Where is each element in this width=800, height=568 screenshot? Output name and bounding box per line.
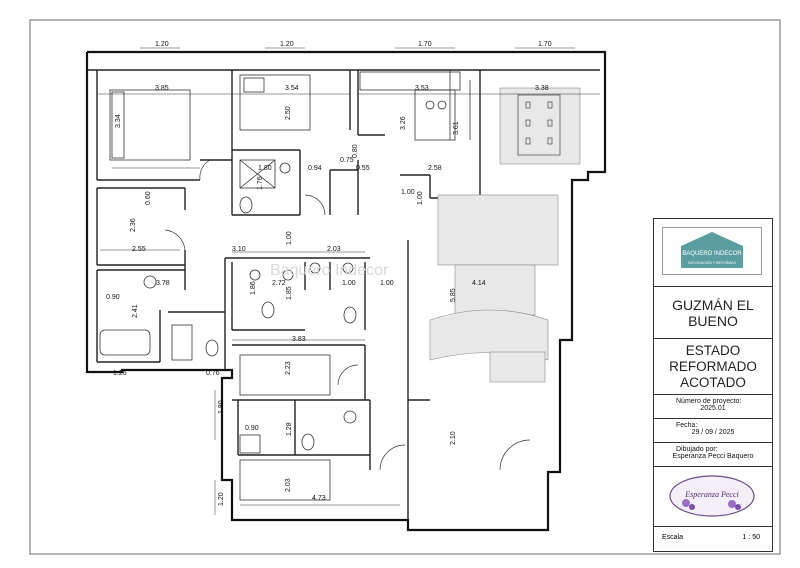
dim-hall-e: 1.00 [286, 231, 293, 245]
dim-closet-a: 0.75 [340, 157, 354, 164]
dim-closet-b: 0.80 [352, 144, 359, 158]
dim-closet-c: 0.55 [356, 165, 370, 172]
dim-lower-d: 2.23 [285, 361, 292, 375]
dim-hall-c: 2.55 [132, 246, 146, 253]
dim-lower-g: 1.28 [286, 422, 293, 436]
dim-window-1: 1.20 [155, 41, 169, 48]
dim-living-lower: 2.10 [450, 431, 457, 445]
date-row: Fecha: 29 / 09 / 2025 [654, 419, 772, 443]
date-value: 29 / 09 / 2025 [691, 429, 735, 436]
dim-hall-d: 3.10 [232, 246, 246, 253]
dim-room-height-2: 2.50 [285, 106, 292, 120]
kitchen-fixtures [359, 70, 471, 141]
dim-bath3-b: 2.72 [272, 280, 286, 287]
dimension-labels: 1.20 1.20 1.70 1.70 3.85 3.54 3.53 3.38 … [106, 41, 552, 506]
dim-living-height: 5.85 [450, 288, 457, 302]
drawn-by-label: Dibujado por: [676, 446, 718, 453]
dim-hall-a: 0.60 [145, 191, 152, 205]
dim-bath4-a: 1.00 [342, 280, 356, 287]
logo-brand-text: BAQUERO INDECOR [682, 251, 742, 257]
logo-tagline-text: DECORACIÓN Y REFORMAS [688, 260, 736, 265]
sheet-frame [29, 19, 781, 555]
dim-bath1-width: 1.80 [258, 165, 272, 172]
dim-room-height-4: 3.61 [453, 121, 460, 135]
dim-hall-b: 2.36 [130, 218, 137, 232]
logo-area: BAQUERO INDECOR DECORACIÓN Y REFORMAS [654, 219, 772, 287]
plan-status: ESTADO REFORMADO ACOTADO [669, 342, 757, 390]
dim-room-height-1: 3.34 [115, 114, 122, 128]
scale-value: 1 : 50 [742, 534, 760, 541]
outer-walls [85, 50, 607, 532]
dim-bath2-c: 2.41 [132, 304, 139, 318]
dim-kitchen-width: 2.58 [428, 165, 442, 172]
dim-bottom-c: 4.73 [312, 495, 326, 502]
bath-fixtures [99, 159, 357, 454]
drawn-by-row: Dibujado por: Esperanza Pecci Baquero [654, 443, 772, 467]
signature-logo: Esperanza Pecci [666, 471, 758, 517]
dim-bath1-height: 1.76 [257, 176, 264, 190]
project-number: 2025.01 [700, 405, 726, 412]
dining-table [517, 94, 561, 156]
watermark: Baquero Indecor [270, 262, 389, 279]
date-label: Fecha: [676, 422, 698, 429]
signature-logo-text: Esperanza Pecci [684, 490, 739, 499]
dim-bottom-a: 1.20 [218, 492, 225, 506]
living-furniture [429, 87, 581, 383]
dim-bath2-a: 0.90 [106, 294, 120, 301]
dim-bottom-b: 2.03 [285, 478, 292, 492]
signature-row: Esperanza Pecci [654, 467, 772, 527]
project-name-row: GUZMÁN EL BUENO [654, 287, 772, 339]
dim-window-4: 1.70 [538, 41, 552, 48]
dim-room-width-4: 3.38 [535, 85, 549, 92]
dim-window-3: 1.70 [418, 41, 432, 48]
dim-hall-f: 2.03 [327, 246, 341, 253]
project-number-row: Número de proyecto: 2025.01 [654, 395, 772, 419]
dim-bath4-b: 1.00 [380, 280, 394, 287]
dim-bath2-b: 3.78 [156, 280, 170, 287]
dim-room-width-2: 3.54 [285, 85, 299, 92]
project-number-label: Número de proyecto: [676, 398, 742, 405]
project-name: GUZMÁN EL BUENO [672, 296, 754, 329]
dim-room-width-1: 3.85 [155, 85, 169, 92]
door-swings [164, 159, 531, 471]
dim-room-width-3: 3.53 [415, 85, 429, 92]
dim-room-height-3: 3.26 [400, 116, 407, 130]
interior-walls [87, 69, 600, 520]
dim-lower-b: 0.76 [206, 370, 220, 377]
dim-window-2: 1.20 [280, 41, 294, 48]
beds [109, 74, 331, 501]
dimension-lines [97, 47, 600, 515]
dim-lower-e: 1.80 [218, 400, 225, 414]
dim-bath1-door: 0.94 [308, 165, 322, 172]
dim-lower-c: 3.83 [292, 336, 306, 343]
scale-row: Escala 1 : 50 [654, 527, 772, 551]
dim-lower-f: 0.90 [245, 425, 259, 432]
dim-bath3-a: 1.86 [250, 281, 257, 295]
title-block: BAQUERO INDECOR DECORACIÓN Y REFORMAS GU… [653, 218, 773, 552]
scale-label: Escala [662, 534, 684, 541]
dim-kitchen-a: 1.00 [401, 189, 415, 196]
dim-living-width: 4.14 [472, 280, 486, 287]
drawn-by: Esperanza Pecci Baquero [672, 453, 754, 460]
dim-bath3-c: 1.85 [286, 286, 293, 300]
plan-status-row: ESTADO REFORMADO ACOTADO [654, 339, 772, 395]
baquero-logo: BAQUERO INDECOR DECORACIÓN Y REFORMAS [662, 227, 762, 275]
dim-lower-a: 1.26 [113, 370, 127, 377]
dim-kitchen-b: 1.00 [417, 191, 424, 205]
